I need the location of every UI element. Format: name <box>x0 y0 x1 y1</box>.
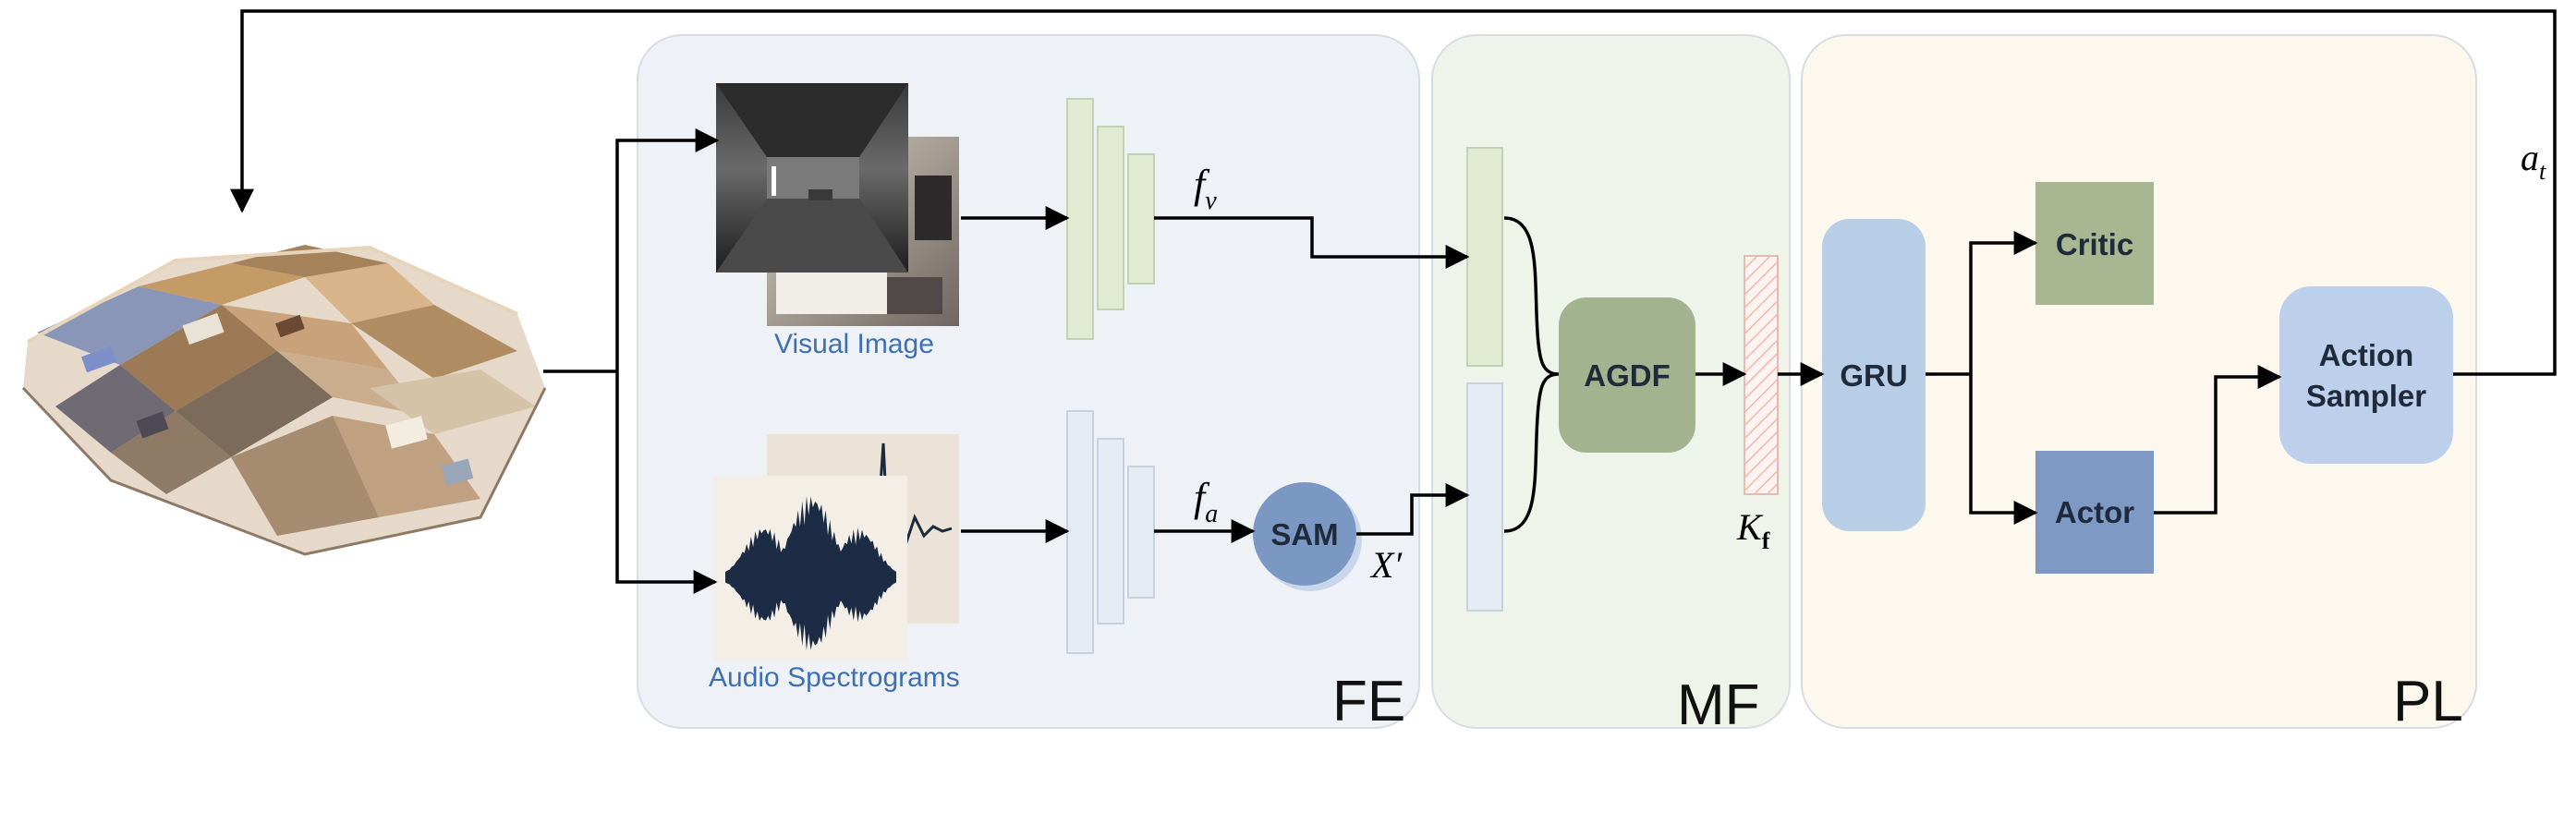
sam-module: SAM <box>1253 482 1362 591</box>
at-label: at <box>2521 137 2546 185</box>
pl-panel-label: PL <box>2393 670 2463 733</box>
feedback-arrow <box>230 9 2557 376</box>
audio-spectrograms-caption: Audio Spectrograms <box>709 662 960 693</box>
sam-label: SAM <box>1270 517 1338 551</box>
gru-label: GRU <box>1840 358 1907 393</box>
agdf-label: AGDF <box>1584 358 1671 393</box>
action-sampler-module: Action Sampler <box>2279 286 2453 464</box>
agdf-module: AGDF <box>1559 297 1695 453</box>
waveform-icon <box>713 476 907 660</box>
fusion-brace <box>1503 216 1560 533</box>
actor-label: Actor <box>2055 495 2134 529</box>
to-visual-arrow <box>615 128 720 371</box>
actor-module: Actor <box>2035 451 2154 574</box>
to-actor-arrow <box>1969 374 2038 525</box>
to-audio-arrow <box>615 371 718 594</box>
action-sampler-label-line2: Sampler <box>2306 379 2426 413</box>
actor-to-sampler-arrow <box>2154 365 2282 515</box>
svg-text:Kf: Kf <box>1736 506 1770 554</box>
audio-encoder <box>1066 410 1155 654</box>
xprime-label: X′ <box>1369 544 1403 586</box>
critic-module: Critic <box>2035 182 2154 305</box>
visual-feature-block <box>1466 147 1503 367</box>
svg-text:at: at <box>2521 137 2546 185</box>
house-3d-icon <box>21 245 547 556</box>
fe-panel-label: FE <box>1332 670 1405 733</box>
depth-image-icon <box>716 83 908 273</box>
gru-module: GRU <box>1822 219 1926 531</box>
critic-label: Critic <box>2056 227 2133 261</box>
audio-feature-block <box>1466 382 1503 612</box>
fv-arrow <box>1154 216 1470 269</box>
to-critic-arrow <box>1969 231 2038 374</box>
visual-encoder <box>1066 98 1155 340</box>
kf-label: Kf <box>1736 506 1770 554</box>
xprime-arrow <box>1356 483 1470 536</box>
action-sampler-label-line1: Action <box>2319 338 2414 372</box>
kf-feature-vector <box>1744 255 1779 495</box>
mf-panel-label: MF <box>1677 673 1760 737</box>
connectors <box>230 9 2557 594</box>
visual-image-caption: Visual Image <box>774 329 934 359</box>
